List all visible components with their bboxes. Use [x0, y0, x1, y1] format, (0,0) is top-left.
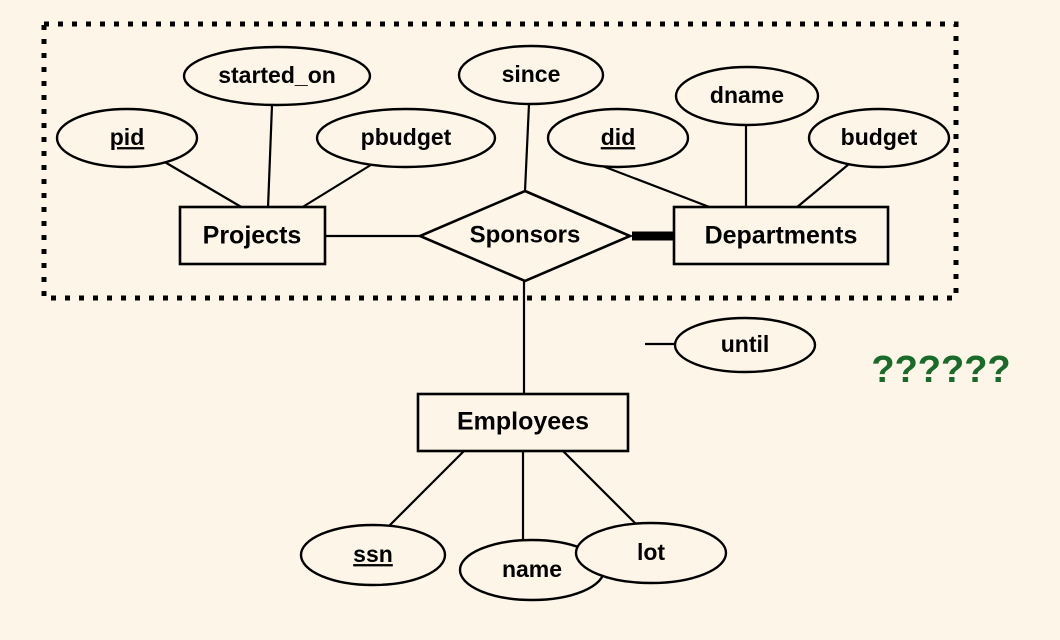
edge-ssn-employees	[387, 450, 465, 528]
entity-employees[interactable]: Employees	[416, 392, 630, 453]
edge-startedon-projects	[266, 104, 274, 209]
attribute-did-label: did	[601, 124, 636, 150]
edge-since-sponsors	[523, 103, 531, 192]
attribute-until-label: until	[721, 331, 770, 357]
attribute-started-on[interactable]: started_on	[182, 45, 372, 107]
attribute-did[interactable]: did	[546, 107, 690, 169]
relationship-sponsors-diamond[interactable]	[416, 189, 634, 283]
aggregation-box	[41, 21, 959, 301]
attribute-dname-ellipse[interactable]	[674, 65, 820, 127]
attribute-name[interactable]: name	[458, 538, 606, 602]
relationship-sponsors[interactable]: Sponsors	[416, 189, 634, 283]
attribute-lot[interactable]: lot	[574, 521, 728, 585]
attribute-dname-label: dname	[710, 82, 784, 108]
attribute-pid-ellipse[interactable]	[55, 107, 199, 169]
attribute-dname[interactable]: dname	[674, 65, 820, 127]
edge-pid-projects	[162, 160, 244, 209]
attribute-name-label: name	[502, 556, 562, 582]
edge-did-departments	[591, 160, 713, 210]
connector-lines	[162, 103, 850, 540]
attribute-since-label: since	[502, 61, 561, 87]
attribute-started-on-label: started_on	[218, 62, 336, 88]
entity-projects[interactable]: Projects	[178, 205, 327, 266]
attribute-budget[interactable]: budget	[807, 107, 951, 169]
attribute-pbudget-ellipse[interactable]	[315, 107, 497, 169]
entity-departments-label: Departments	[705, 222, 858, 250]
edge-pbudget-projects	[300, 162, 375, 209]
entity-employees-label: Employees	[457, 408, 589, 436]
attribute-ssn[interactable]: ssn	[299, 523, 447, 587]
entity-departments[interactable]: Departments	[672, 205, 890, 266]
attribute-budget-label: budget	[841, 124, 918, 150]
attribute-budget-ellipse[interactable]	[807, 107, 951, 169]
attribute-ssn-label: ssn	[353, 541, 393, 567]
entity-employees-box[interactable]	[416, 392, 630, 453]
attribute-lot-label: lot	[637, 539, 665, 565]
attribute-started-on-ellipse[interactable]	[182, 45, 372, 107]
attribute-lot-ellipse[interactable]	[574, 521, 728, 585]
attribute-pid-label: pid	[110, 124, 145, 150]
attribute-pbudget[interactable]: pbudget	[315, 107, 497, 169]
attribute-until[interactable]: until	[673, 316, 817, 374]
attribute-pid[interactable]: pid	[55, 107, 199, 169]
relationship-sponsors-label: Sponsors	[470, 221, 581, 248]
entity-projects-box[interactable]	[178, 205, 327, 266]
attribute-pbudget-label: pbudget	[361, 124, 452, 150]
entity-departments-box[interactable]	[672, 205, 890, 266]
edge-budget-departments	[795, 163, 850, 209]
edge-lot-employees	[562, 450, 638, 526]
attribute-since[interactable]: since	[457, 44, 605, 106]
attribute-until-ellipse[interactable]	[673, 316, 817, 374]
entity-projects-label: Projects	[203, 222, 302, 250]
attribute-ssn-ellipse[interactable]	[299, 523, 447, 587]
attribute-since-ellipse[interactable]	[457, 44, 605, 106]
attribute-did-ellipse[interactable]	[546, 107, 690, 169]
question-marks-annotation: ??????	[871, 349, 1010, 391]
